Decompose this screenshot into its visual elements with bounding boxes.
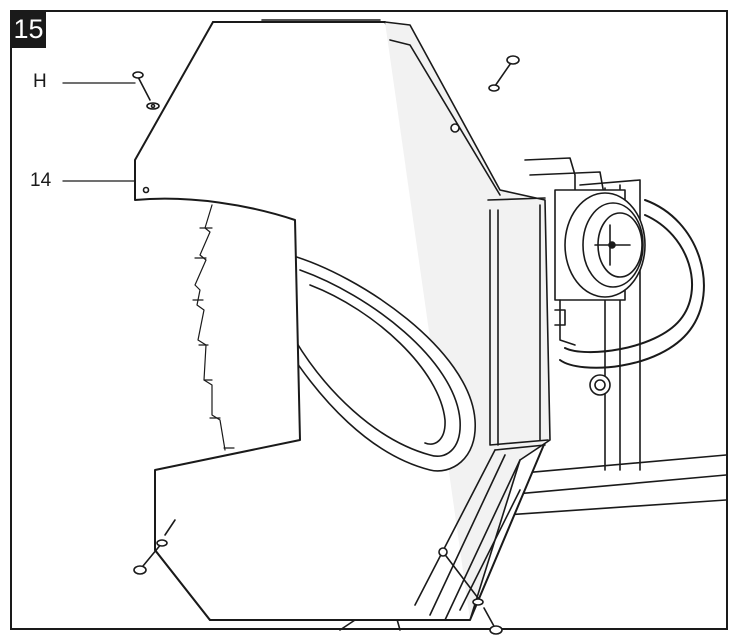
- screw-top-right: [450, 55, 520, 133]
- saw-blade-teeth: [192, 204, 235, 451]
- guard-cover-part-14: [134, 21, 301, 621]
- callout-leaders: [62, 82, 136, 182]
- callout-label-14: 14: [30, 170, 52, 191]
- screw-h-top-left: [132, 71, 160, 110]
- diagram-border: [10, 10, 728, 630]
- motor-unit: [524, 157, 646, 346]
- callout-label-h: H: [33, 71, 47, 92]
- hose: [559, 199, 705, 396]
- screw-bottom-left: [133, 539, 168, 575]
- blade-guard-housing: [154, 21, 551, 621]
- screw-bottom-right: [438, 547, 503, 635]
- step-number-badge: 15: [11, 11, 46, 48]
